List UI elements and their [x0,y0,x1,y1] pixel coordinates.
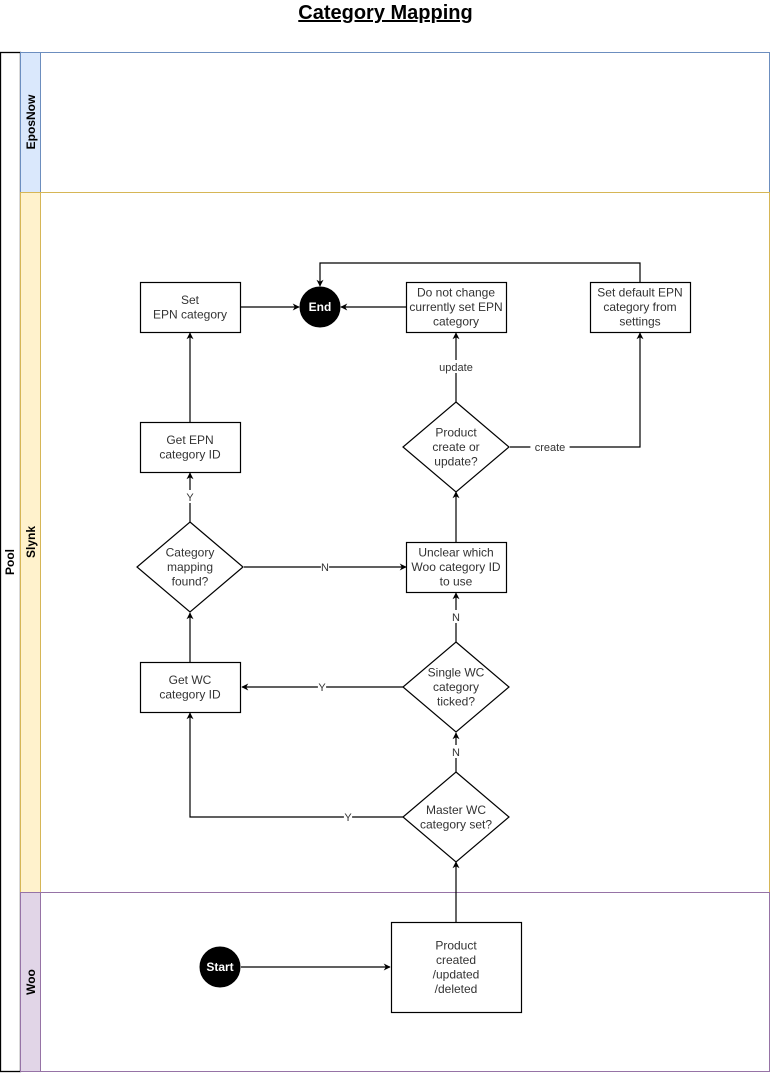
edge-label-background [451,610,461,623]
node-unclear-woo-shape [405,541,508,594]
edge-label-text: update [439,362,473,374]
edge-label-background [343,810,353,823]
edge-label-background [530,440,570,453]
edge-label-master-wc-to-get-wc-id: Y [343,810,353,824]
node-single-wc-text: category [433,680,479,694]
node-product-event-shape [390,921,523,1014]
node-get-epn-id-text: category ID [159,447,221,461]
node-get-epn-id-shape [139,421,242,474]
node-set-epn-text: EPN category [153,307,227,321]
node-set-epn-shape [139,281,242,334]
edge-label-mapping-found-to-unclear-woo: N [320,560,330,574]
diagram-title: Category Mapping [298,2,473,24]
edge-label-text: create [535,442,566,454]
node-set-epn-text: Set [181,293,200,307]
lane-eposnow: EposNow [20,52,770,193]
node-single-wc-text: Single WC [428,666,485,680]
edge-label-text: Y [344,812,352,824]
lane-woo-header [20,892,41,1072]
node-mapping-found-text: found? [172,575,209,589]
edge-label-mapping-found-to-get-epn-id: Y [185,490,195,504]
lane-eposnow-label: EposNow [24,94,38,149]
node-create-or-update-text: update? [434,455,478,469]
node-do-not-change-shape [405,281,508,334]
pool-label: Pool [3,549,17,575]
node-do-not-change-text: Do not change [417,286,495,300]
node-master-wc-text: category set? [420,817,492,831]
node-product-event-text: created [436,953,476,967]
edge-label-text: N [452,612,460,624]
node-mapping-found-text: Category [166,546,215,560]
lane-eposnow-body [20,52,770,193]
node-start: Start [199,946,241,988]
node-get-wc-id-shape [139,661,242,714]
edge-label-text: N [452,747,460,759]
node-master-wc-shape [402,771,510,863]
node-end: End [299,286,341,328]
edge-label-background [185,490,195,503]
edge-label-text: Y [186,492,194,504]
node-unclear-woo-text: Woo category ID [411,560,500,574]
node-end-text: End [309,300,332,314]
node-single-wc-shape [402,641,510,733]
node-set-default-text: settings [619,315,660,329]
node-get-epn-id-text: Get EPN [166,433,213,447]
node-mapping-found-shape [136,521,244,613]
edge-label-background [317,680,327,693]
edge-label-master-wc-to-single-wc: N [451,745,461,759]
node-do-not-change-text: category [433,315,479,329]
node-product-event-text: /updated [433,967,480,981]
node-set-default-shape [589,281,692,334]
node-get-wc-id-text: category ID [159,687,221,701]
edge-label-text: Y [318,682,326,694]
node-single-wc-text: ticked? [437,695,475,709]
pool: Pool [0,51,22,1073]
node-start-shape [199,946,241,988]
node-set-default-text: Set default EPN [597,286,682,300]
lane-slynk-label: Slynk [24,526,38,558]
edge-label-background [436,360,476,373]
node-get-wc-id-text: Get WC [169,673,212,687]
node-create-or-update-text: Product [435,426,477,440]
node-create-or-update-shape [402,401,510,493]
edge-set-default-to-end [316,262,641,287]
edge-label-background [451,745,461,758]
node-unclear-woo-text: Unclear which [418,546,493,560]
nodes: StartEndProductcreated/updated/deletedMa… [136,281,692,1014]
edge-label-text: N [321,562,329,574]
node-start-text: Start [206,960,233,974]
edge-label-create-or-update-to-do-not-change: update [436,360,476,374]
node-do-not-change-text: currently set EPN [409,300,502,314]
node-product-event-text: Product [435,938,477,952]
node-mapping-found-text: mapping [167,560,213,574]
lane-woo-label: Woo [24,969,38,995]
node-master-wc-text: Master WC [426,803,486,817]
edge-label-background [320,560,330,573]
node-unclear-woo-text: to use [440,575,473,589]
edge-label-create-or-update-to-set-default: create [530,440,570,454]
node-set-default-text: category from [603,300,676,314]
node-create-or-update-text: create or [432,440,479,454]
node-end-shape [299,286,341,328]
edge-label-single-wc-to-unclear-woo: N [451,610,461,624]
edge-label-single-wc-to-get-wc-id: Y [317,680,327,694]
node-product-event-text: /deleted [435,982,478,996]
edge-master-wc-to-get-wc-id [186,712,403,818]
